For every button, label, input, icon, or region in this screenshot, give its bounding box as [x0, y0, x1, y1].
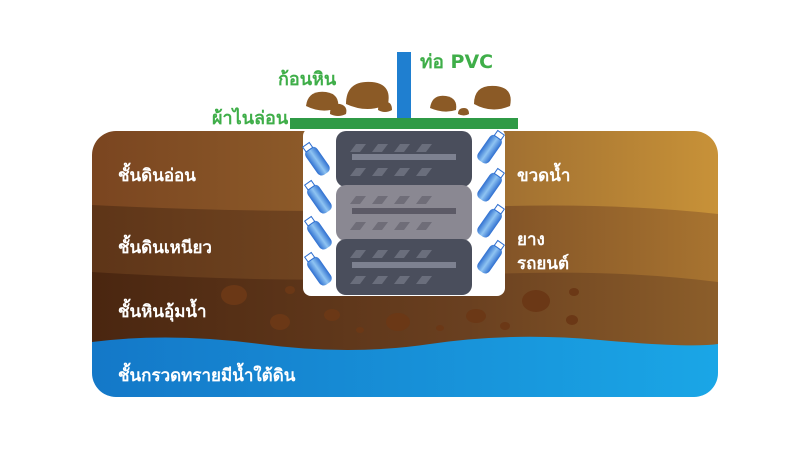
water-bottles-label: ขวดน้ำ: [517, 162, 570, 189]
car-tires-label-line2: รถยนต์: [517, 250, 569, 277]
stone-icon: [466, 309, 486, 323]
car-tire-icon: [336, 131, 472, 187]
aquifer-rock-label: ชั้นหินอุ้มน้ำ: [118, 298, 207, 325]
stone-icon: [458, 108, 469, 116]
clay-label: ชั้นดินเหนียว: [118, 234, 212, 261]
stone-icon: [436, 325, 444, 331]
stone-icon: [430, 96, 456, 112]
pvc-pipe-label: ท่อ PVC: [420, 47, 493, 77]
nylon-cloth: [290, 118, 518, 129]
stone-icon: [522, 290, 550, 312]
stone-icon: [285, 286, 295, 294]
stone-icon: [330, 104, 346, 116]
stone-icon: [569, 288, 579, 296]
stone-icon: [324, 309, 340, 321]
stone-icon: [221, 285, 247, 305]
car-tires-label-line1: ยาง: [517, 226, 545, 253]
stones-label: ก้อนหิน: [278, 64, 336, 93]
groundwater-label: ชั้นกรวดทรายมีน้ำใต้ดิน: [118, 362, 295, 389]
stone-icon: [566, 315, 578, 325]
stone-icon: [500, 322, 510, 330]
pvc-pipe-icon: [397, 52, 411, 122]
car-tire-icon: [336, 185, 472, 241]
nylon-cloth-label: ผ้าไนล่อน: [212, 103, 288, 132]
stone-icon: [474, 86, 511, 110]
stone-icon: [270, 314, 290, 330]
stone-icon: [356, 327, 364, 333]
car-tires: [336, 131, 472, 295]
car-tire-icon: [336, 239, 472, 295]
soft-soil-label: ชั้นดินอ่อน: [118, 162, 196, 189]
stone-icon: [386, 313, 410, 331]
